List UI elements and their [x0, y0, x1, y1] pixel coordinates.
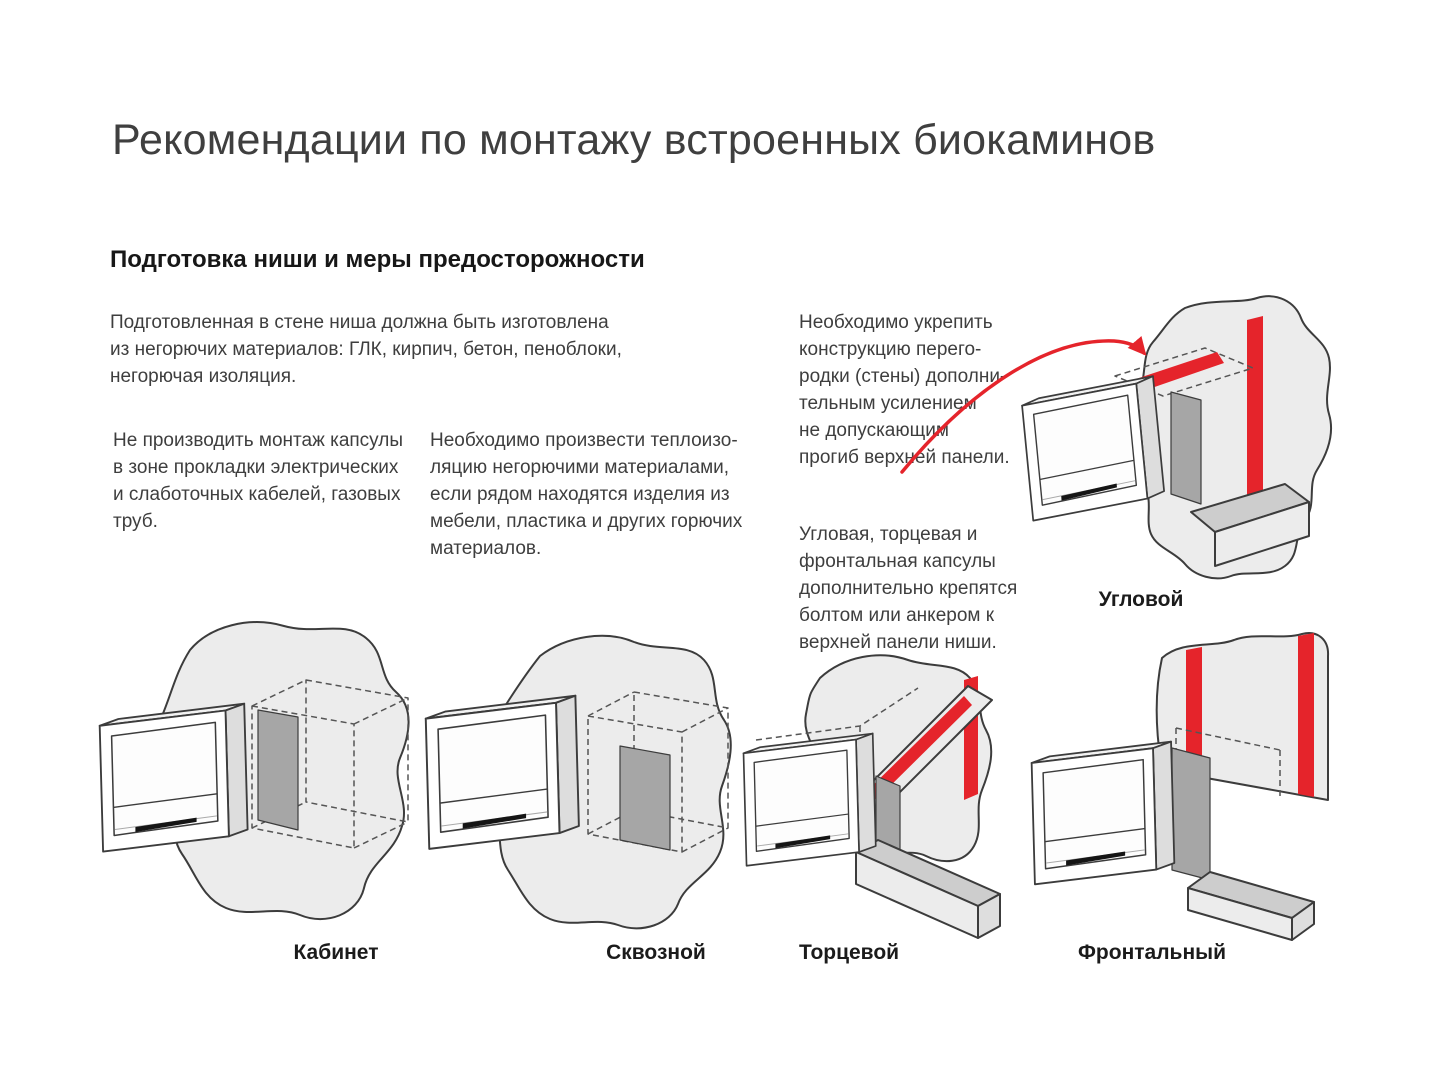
niche-hidden-edges [251, 679, 409, 849]
corner-diagram [1019, 295, 1333, 580]
paragraph-reinforce-wall: Необходимо укрепить конструкцию перего- … [799, 312, 1010, 468]
end-diagram [742, 654, 1001, 939]
niche-side-panel [257, 709, 299, 831]
through-diagram [424, 634, 732, 930]
cabinet-diagram [98, 621, 410, 920]
top-panel-hidden-edges [1114, 347, 1254, 397]
page-title: Рекомендации по монтажу встроенных биока… [112, 116, 1156, 164]
red-reinforcement-stripe-right [1298, 633, 1314, 797]
frontal-label: Фронтальный [1077, 941, 1226, 964]
through-label: Сквозной [606, 941, 706, 964]
fireplace-capsule [1030, 740, 1176, 886]
red-reinforcement-stripe-left [1186, 647, 1202, 777]
paragraph-niche-materials: Подготовленная в стене ниша должна быть … [110, 312, 622, 387]
arrow-path [900, 336, 1147, 474]
paragraph-cables-warning: Не производить монтаж капсулы в зоне про… [113, 430, 404, 532]
reinforce-arrow [900, 336, 1147, 474]
section-heading: Подготовка ниши и меры предосторожности [110, 246, 645, 273]
niche-side-panel [1171, 747, 1211, 881]
niche-side-panel [1170, 391, 1202, 505]
fireplace-capsule [424, 694, 580, 850]
beam-end [977, 893, 1001, 939]
paragraph-fastening: Угловая, торцевая и фронтальная капсулы … [799, 524, 1018, 653]
end-label: Торцевой [798, 941, 900, 964]
ledge-end [1291, 901, 1315, 941]
frontal-diagram [1030, 632, 1330, 941]
red-panel-stripe [868, 696, 972, 800]
niche-hidden-edges [587, 691, 729, 853]
fireplace-capsule [98, 702, 249, 853]
ledge-front [1214, 501, 1310, 567]
red-reinforcement-stripe [1247, 316, 1263, 503]
fireplace-capsule [742, 732, 877, 867]
red-top-panel-stripe [1133, 352, 1224, 392]
corner-label: Угловой [1098, 588, 1184, 611]
paragraph-insulation: Необходимо произвести теплоизо- ляцию не… [430, 430, 743, 559]
niche-side-panel [619, 745, 671, 851]
cabinet-label: Кабинет [293, 941, 379, 964]
